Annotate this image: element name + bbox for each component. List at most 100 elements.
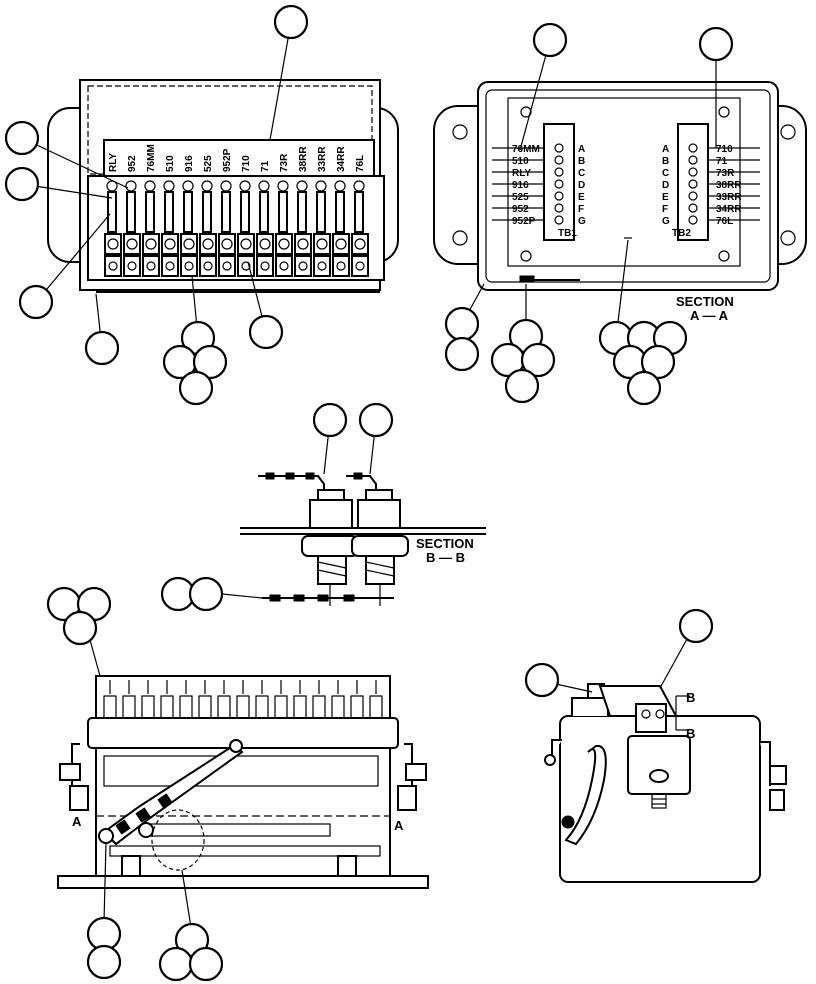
cover-lip	[87, 717, 399, 749]
connector-housing	[627, 735, 691, 795]
callouts-middle	[160, 402, 394, 612]
terminal-clamp	[332, 233, 350, 255]
callout-bubble	[192, 344, 228, 380]
tb-wire-label: 525	[512, 192, 529, 203]
callout-bubble	[698, 26, 734, 62]
terminal-screw	[221, 238, 233, 250]
strip-label: 71	[260, 160, 271, 172]
tb-screw	[554, 179, 564, 189]
tb-letter: D	[662, 180, 669, 191]
tb-letter: E	[578, 192, 585, 203]
callout-bubble	[18, 284, 54, 320]
callout-bubble	[312, 402, 348, 438]
callout-bubble	[678, 608, 714, 644]
terminal-base	[332, 255, 350, 277]
terminal-clamp	[237, 233, 255, 255]
tb-screw	[554, 191, 564, 201]
strip-label: 952	[127, 155, 138, 172]
section-bb-title-line1: SECTION	[416, 536, 474, 551]
terminal-lug	[164, 191, 174, 233]
terminal-clamp	[142, 233, 160, 255]
terminal-screw	[297, 238, 309, 250]
callout-bubble	[273, 4, 309, 40]
label-strip	[103, 139, 375, 177]
terminal-screw	[240, 238, 252, 250]
terminal-clamp	[275, 233, 293, 255]
terminal-screw-lower	[336, 261, 346, 271]
terminal-lug	[240, 191, 250, 233]
tb-letter: B	[578, 156, 585, 167]
callouts-top-right	[444, 22, 734, 406]
tb-letter: A	[578, 144, 585, 155]
tb-wire-label: 76MM	[512, 144, 540, 155]
terminal-lug	[221, 191, 231, 233]
callout-bubble	[84, 330, 120, 366]
tb-screw	[688, 191, 698, 201]
tb2-block	[677, 123, 709, 241]
terminal-screw-lower	[298, 261, 308, 271]
tb-wire-label: 952	[512, 204, 529, 215]
terminal-screws-group	[104, 180, 369, 277]
side-view: B B	[544, 683, 787, 883]
strip-label: 525	[203, 155, 214, 172]
terminal-screw	[278, 238, 290, 250]
callout-bubble	[188, 576, 224, 612]
callouts-bottom-left	[46, 586, 224, 982]
side-cut-label-bottom: B	[686, 726, 695, 741]
callout-bubble	[62, 610, 98, 646]
strip-label: RLY	[108, 153, 119, 172]
callout-bubble	[248, 314, 284, 350]
terminal-clamp	[218, 233, 236, 255]
callouts-bottom-right	[524, 608, 714, 698]
terminal-lug	[145, 191, 155, 233]
tb-letter: A	[662, 144, 669, 155]
cut-label-left: A	[72, 814, 82, 829]
base-plate	[57, 875, 429, 889]
section-bb-view: SECTION B — B	[240, 472, 486, 606]
strip-label: 710	[241, 155, 252, 172]
tb2-label: TB2	[672, 228, 691, 239]
tb1-block	[543, 123, 575, 241]
callout-bubble	[444, 336, 480, 372]
mount-hole	[780, 124, 796, 140]
strip-label: 73R	[279, 153, 290, 172]
tb-letter: E	[662, 192, 669, 203]
terminal-base	[104, 255, 122, 277]
strip-label: 510	[165, 155, 176, 172]
side-cut-label-top: B	[686, 690, 695, 705]
tb-screw	[554, 155, 564, 165]
terminal-lug	[335, 191, 345, 233]
terminal-screw-lower	[203, 261, 213, 271]
terminal-lug	[278, 191, 288, 233]
callout-bubble	[504, 368, 540, 404]
terminal-screw-lower	[279, 261, 289, 271]
terminal-clamp	[199, 233, 217, 255]
cut-label-right: A	[394, 818, 404, 833]
callout-bubble	[626, 370, 662, 406]
inner-strip	[103, 755, 379, 787]
terminal-clamp	[104, 233, 122, 255]
tb-screw	[554, 203, 564, 213]
section-aa-title-line1: SECTION	[676, 294, 734, 309]
strip-label: 38RR	[298, 146, 309, 172]
terminal-base	[275, 255, 293, 277]
callout-bubble	[178, 370, 214, 406]
terminal-screw-lower	[146, 261, 156, 271]
tb-screw	[554, 167, 564, 177]
tb-letter: C	[662, 168, 669, 179]
callout-bubble	[4, 120, 40, 156]
mount-hole	[452, 230, 468, 246]
terminal-clamp	[161, 233, 179, 255]
terminal-lug	[297, 191, 307, 233]
section-aa-title-line2: A — A	[690, 308, 729, 323]
callout-bubble	[358, 402, 394, 438]
tb-screw	[688, 215, 698, 225]
terminal-lug	[202, 191, 212, 233]
tb-letter: F	[662, 204, 668, 215]
box-inner	[485, 89, 771, 283]
callout-bubble	[532, 22, 568, 58]
terminal-lug	[183, 191, 193, 233]
section-bb-title-line2: B — B	[426, 550, 465, 565]
